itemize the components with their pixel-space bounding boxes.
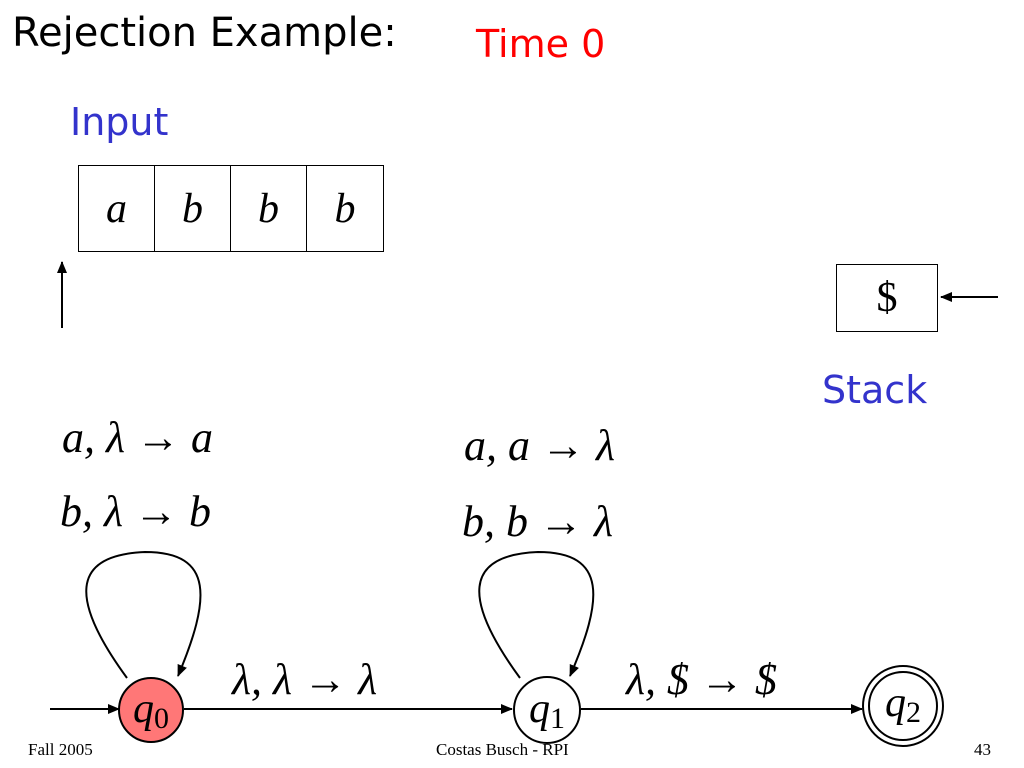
tape-cell: b <box>334 185 356 232</box>
footer-page-number: 43 <box>974 740 991 759</box>
tape-cell: a <box>79 166 155 251</box>
q1-q2-rule: λ, $ → $ <box>626 655 778 704</box>
state-q2-label: q2 <box>885 680 921 729</box>
stack-box: $ <box>836 264 938 332</box>
state-q0: q0 <box>118 677 184 743</box>
q1-loop-arrow <box>478 550 595 679</box>
tape-cell: b <box>155 166 231 251</box>
state-q2: q2 <box>862 665 944 747</box>
input-tape: a b b b <box>78 165 384 252</box>
state-q1-label: q1 <box>529 686 565 735</box>
footer-center: Costas Busch - RPI <box>436 740 569 759</box>
time-label: Time 0 <box>476 22 606 66</box>
tape-cell: b <box>231 166 307 251</box>
q1-loop-rule-1: a, a → λ <box>464 421 616 470</box>
state-q1: q1 <box>513 676 581 744</box>
q1-loop-rule-2: b, b → λ <box>462 497 614 546</box>
q0-q1-rule: λ, λ → λ <box>232 655 378 704</box>
state-q0-circle <box>118 677 184 743</box>
stack-label: Stack <box>822 368 928 412</box>
q0-loop-rule-1: a, λ → a <box>62 413 214 462</box>
input-label: Input <box>70 100 169 144</box>
state-q1-circle <box>513 676 581 744</box>
slide-title: Rejection Example: <box>12 10 397 56</box>
state-q2-inner-circle <box>868 671 938 741</box>
state-q0-label: q0 <box>133 686 169 735</box>
footer-left: Fall 2005 <box>28 740 93 759</box>
q0-loop-arrow <box>85 550 202 679</box>
q0-loop-rule-2: b, λ → b <box>60 487 212 536</box>
